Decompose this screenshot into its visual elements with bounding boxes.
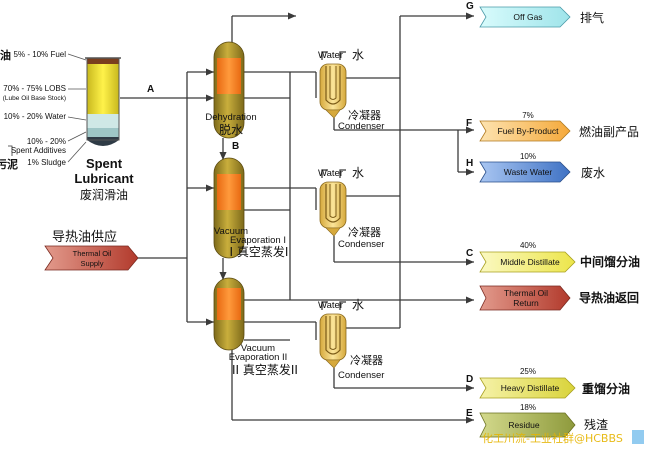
- column-vacuum-evaporation-2: [213, 277, 245, 351]
- thermal-supply-cn: 导热油供应: [52, 229, 117, 245]
- product-h-letter: H: [466, 158, 473, 169]
- column-3-cn: II 真空蒸发II: [232, 362, 298, 377]
- pipes: A B: [120, 12, 474, 424]
- comp-sludge: 1% Sludge: [27, 158, 66, 167]
- column-3-en-2: Evaporation II: [229, 352, 288, 363]
- condenser-3-water: Water: [318, 300, 343, 311]
- product-e-letter: E: [466, 408, 473, 419]
- product-h-cn: 废水: [581, 165, 605, 180]
- product-f-letter: F: [466, 118, 472, 129]
- cut-label-oil: 油: [0, 48, 11, 62]
- column-1-cn: 脱水: [219, 122, 243, 137]
- comp-fuel: 5% - 10% Fuel: [14, 50, 67, 59]
- product-middle-distillate: C 40% Middle Distillate 中间馏分油: [466, 241, 640, 273]
- product-c-cn: 中间馏分油: [580, 254, 640, 269]
- condenser-2-cn: 冷凝器: [348, 225, 381, 239]
- product-c-letter: C: [466, 248, 473, 259]
- product-thermal-label-1: Thermal Oil: [504, 288, 548, 298]
- stream-a-label: A: [147, 84, 154, 95]
- feed-name-1: Spent: [86, 156, 123, 171]
- condenser-1-cn: 冷凝器: [348, 108, 381, 122]
- product-e-pct: 18%: [520, 403, 536, 412]
- comp-lobs-note: (Lube Oil Base Stock): [3, 95, 66, 102]
- product-off-gas: G Off Gas 排气: [466, 1, 604, 28]
- condenser-2-en: Condenser: [338, 239, 384, 250]
- product-heavy-distillate: D 25% Heavy Distillate 重馏分油: [466, 367, 630, 399]
- product-e-cn: 残渣: [584, 418, 608, 432]
- thermal-supply-arrow: Thermal Oil Supply: [44, 245, 139, 271]
- stream-b-label: B: [232, 141, 239, 152]
- column-3-en-1: Vacuum: [241, 343, 275, 354]
- product-g-cn: 排气: [580, 10, 604, 25]
- product-residue: E 18% Residue 残渣: [466, 403, 608, 438]
- product-c-label: Middle Distillate: [500, 257, 560, 267]
- product-d-label: Heavy Distillate: [501, 383, 560, 393]
- product-g-label: Off Gas: [513, 12, 542, 22]
- condenser-1-water-cn: 水: [352, 48, 364, 62]
- product-h-pct: 10%: [520, 152, 536, 161]
- feed-name-cn: 废润滑油: [80, 187, 128, 202]
- product-thermal-cn: 导热油返回: [579, 290, 639, 305]
- condenser-3-en: Condenser: [338, 370, 384, 381]
- column-dehydration: [213, 41, 245, 139]
- condenser-1-water: Water: [318, 50, 343, 61]
- column-1-en: Dehydration: [205, 112, 256, 123]
- product-f-pct: 7%: [522, 111, 534, 120]
- feed-name-2: Lubricant: [74, 171, 134, 186]
- product-fuel-by-product: F 7% Fuel By-Product 燃油副产品: [466, 111, 639, 142]
- condenser-3-water-cn: 水: [352, 298, 364, 312]
- cut-label-sludge: 污泥: [0, 157, 18, 171]
- condenser-2-water-cn: 水: [352, 166, 364, 180]
- product-f-cn: 燃油副产品: [579, 124, 639, 139]
- comp-water: 10% - 20% Water: [4, 112, 67, 121]
- condenser-1: [319, 63, 347, 119]
- comp-additives: Spent Additives: [11, 146, 66, 155]
- comp-additives-pct: 10% - 20%: [27, 137, 66, 146]
- condenser-2-water: Water: [318, 168, 343, 179]
- watermark: 化工川流-工业社群@HCBBS: [482, 431, 623, 445]
- condenser-2: [319, 181, 347, 237]
- column-vacuum-evaporation-1: [213, 157, 245, 259]
- product-f-label: Fuel By-Product: [498, 126, 560, 136]
- column-2-en-1: Vacuum: [214, 226, 248, 237]
- condenser-3-cn: 冷凝器: [350, 353, 383, 367]
- product-thermal-label-2: Return: [513, 298, 539, 308]
- product-d-cn: 重馏分油: [582, 381, 630, 396]
- product-h-label: Waste Water: [504, 167, 553, 177]
- product-waste-water: H 10% Waste Water 废水: [466, 152, 605, 183]
- column-2-cn: I 真空蒸发I: [230, 244, 289, 259]
- thermal-supply-label-1: Thermal Oil: [73, 249, 112, 258]
- watermark-badge: [632, 430, 644, 444]
- column-2-en-2: Evaporation I: [230, 235, 286, 246]
- product-d-letter: D: [466, 374, 473, 385]
- product-e-label: Residue: [508, 420, 539, 430]
- comp-lobs: 70% - 75% LOBS: [3, 84, 66, 93]
- condenser-3: [319, 313, 347, 369]
- feed-composition: 5% - 10% Fuel 70% - 75% LOBS (Lube Oil B…: [0, 48, 87, 171]
- product-d-pct: 25%: [520, 367, 536, 376]
- product-thermal-oil-return: Thermal Oil Return 导热油返回: [479, 285, 639, 311]
- spent-lubricant-tube: [85, 57, 121, 146]
- product-c-pct: 40%: [520, 241, 536, 250]
- product-g-letter: G: [466, 1, 474, 12]
- condenser-1-en: Condenser: [338, 121, 384, 132]
- thermal-supply-label-2: Supply: [81, 259, 104, 268]
